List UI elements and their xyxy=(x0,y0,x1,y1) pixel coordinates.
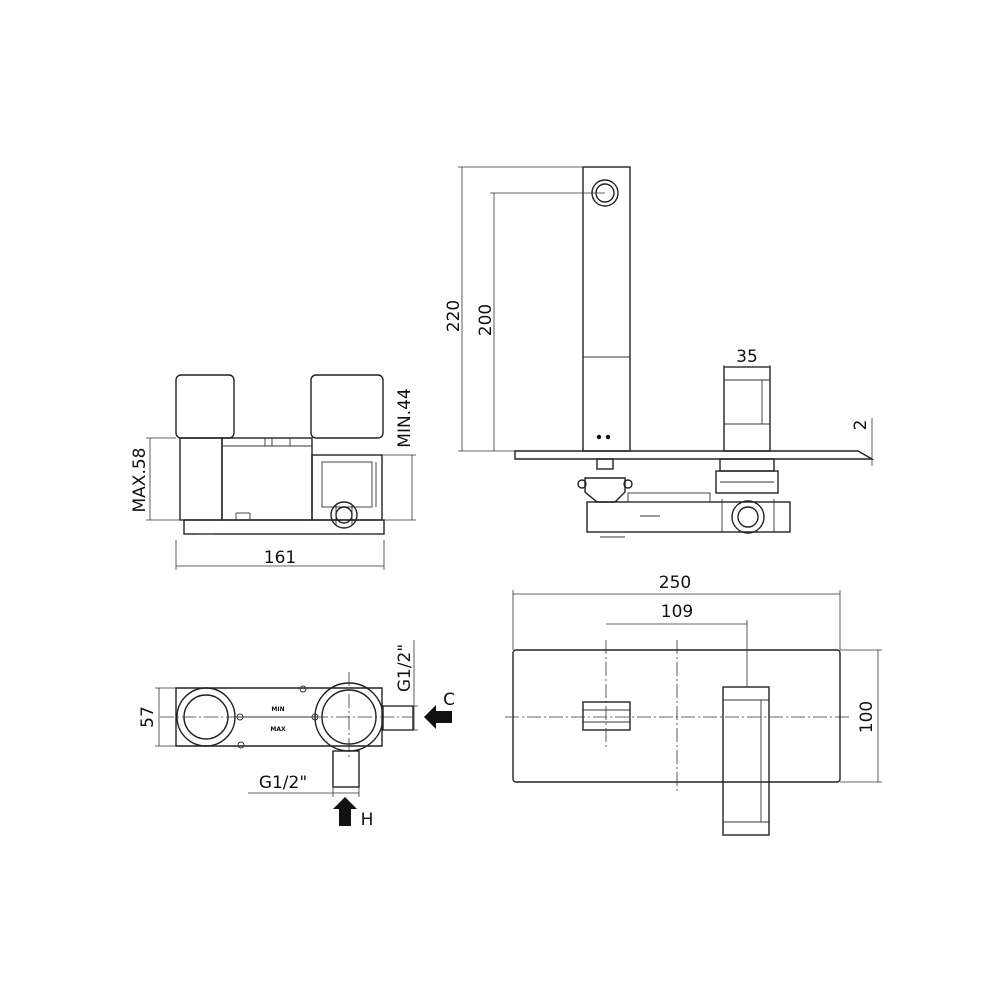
handle-35-label: 35 xyxy=(736,347,758,367)
hot-thread-label: G1/2" xyxy=(259,773,307,793)
plate-height-100-label: 100 xyxy=(857,701,877,733)
min-44-label: MIN.44 xyxy=(395,388,415,447)
thickness-2-label: 2 xyxy=(851,420,871,431)
min-mark: MIN xyxy=(271,706,284,713)
front-elevation: 220 200 35 2 xyxy=(444,166,875,538)
cold-label: C xyxy=(443,690,455,710)
cover-plate-view: 250 109 100 xyxy=(505,573,882,836)
depth-57-label: 57 xyxy=(138,706,158,728)
cold-arrow-icon xyxy=(424,705,452,729)
plate-width-250-label: 250 xyxy=(659,573,691,593)
spout-offset-109-label: 109 xyxy=(661,602,693,622)
box-top-view: MIN MAX 57 G1/2" G1/2" C H xyxy=(138,640,455,830)
side-view: 161 MAX.58 MIN.44 xyxy=(130,374,416,570)
height-220-label: 220 xyxy=(444,300,464,332)
width-161-label: 161 xyxy=(264,548,296,568)
hot-arrow-icon xyxy=(333,797,357,826)
max-mark: MAX xyxy=(270,726,286,733)
hot-label: H xyxy=(361,810,374,830)
cold-thread-label: G1/2" xyxy=(395,644,415,692)
height-200-label: 200 xyxy=(476,304,496,336)
max-58-label: MAX.58 xyxy=(130,448,150,513)
